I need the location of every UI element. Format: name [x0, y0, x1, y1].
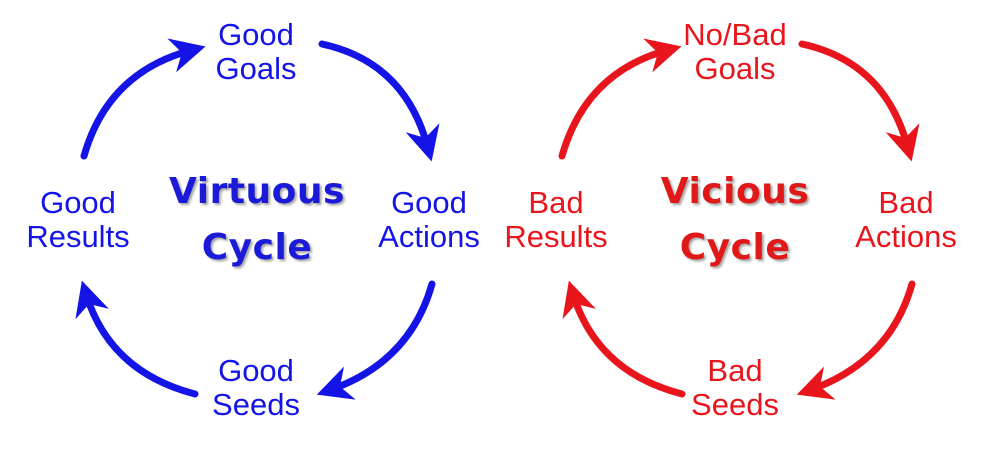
vicious-bottom-label: Bad Seeds	[691, 354, 779, 422]
vicious-cycle-title: Vicious Cycle	[661, 164, 810, 276]
virtuous-top-line2: Goals	[215, 51, 297, 86]
vicious-arrows	[558, 38, 920, 400]
vicious-bottom-line1: Bad	[707, 353, 763, 388]
vicious-left-line2: Results	[504, 219, 608, 254]
vicious-title-line2: Cycle	[679, 227, 791, 268]
virtuous-cycle-title: Virtuous Cycle	[169, 164, 345, 276]
vicious-right-label: Bad Actions	[855, 186, 957, 254]
vicious-arrow-seeds-to-results	[562, 280, 686, 398]
vicious-top-line2: Goals	[694, 51, 776, 86]
virtuous-top-line1: Good	[218, 17, 294, 52]
virtuous-top-label: Good Goals	[216, 18, 297, 86]
virtuous-bottom-line2: Seeds	[212, 387, 300, 422]
virtuous-bottom-line1: Good	[218, 353, 294, 388]
virtuous-bottom-label: Good Seeds	[212, 354, 300, 422]
vicious-bottom-line2: Seeds	[691, 387, 779, 422]
vicious-arrow-results-to-goals	[558, 38, 682, 160]
virtuous-title-line2: Cycle	[201, 227, 313, 268]
virtuous-arrow-seeds-to-results	[75, 280, 199, 398]
virtuous-left-line1: Good	[40, 185, 116, 220]
virtuous-left-line2: Results	[26, 219, 130, 254]
virtuous-arrow-actions-to-seeds	[316, 280, 436, 400]
virtuous-right-label: Good Actions	[378, 186, 480, 254]
vicious-left-line1: Bad	[528, 185, 584, 220]
vicious-top-label: No/Bad Goals	[683, 18, 786, 86]
vicious-right-line2: Actions	[855, 219, 957, 254]
virtuous-right-line2: Actions	[378, 219, 480, 254]
vicious-right-line1: Bad	[878, 185, 934, 220]
vicious-left-label: Bad Results	[504, 186, 607, 254]
virtuous-arrow-goals-to-actions	[318, 40, 440, 162]
virtuous-arrow-results-to-goals	[80, 38, 206, 160]
vicious-top-line1: No/Bad	[683, 17, 787, 52]
vicious-title-line1: Vicious	[660, 171, 810, 212]
virtuous-right-line1: Good	[391, 185, 467, 220]
virtuous-arrows	[75, 38, 440, 400]
virtuous-left-label: Good Results	[26, 186, 129, 254]
vicious-arrow-goals-to-actions	[798, 40, 920, 162]
virtuous-title-line1: Virtuous	[169, 171, 345, 212]
vicious-arrow-actions-to-seeds	[796, 280, 916, 400]
